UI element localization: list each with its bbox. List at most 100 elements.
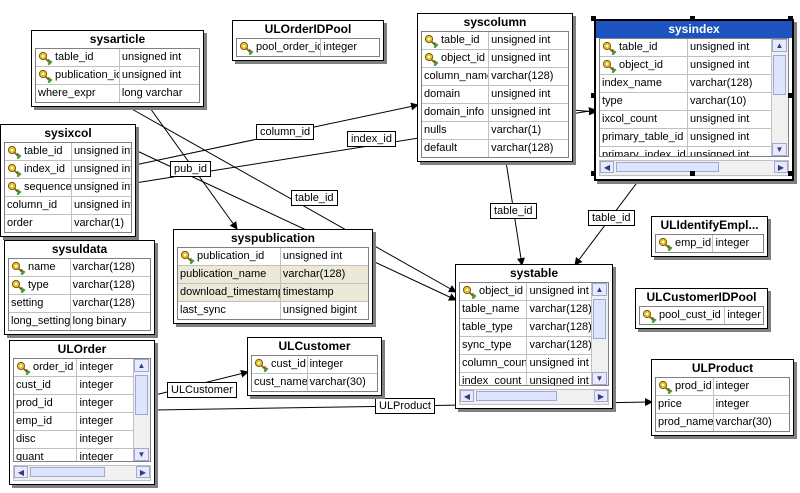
scroll-thumb[interactable] xyxy=(773,55,786,95)
scroll-left-arrow-icon[interactable]: ◀ xyxy=(460,390,474,402)
table-title[interactable]: ULIdentifyEmpl... xyxy=(660,218,759,232)
selection-handle[interactable] xyxy=(591,16,596,21)
table-title[interactable]: syspublication xyxy=(230,231,316,245)
scroll-left-arrow-icon[interactable]: ◀ xyxy=(14,466,28,478)
vertical-scrollbar[interactable]: ▲▼ xyxy=(771,39,788,156)
scroll-thumb[interactable] xyxy=(593,299,606,339)
scroll-thumb[interactable] xyxy=(30,467,105,477)
scroll-right-arrow-icon[interactable]: ▶ xyxy=(136,466,150,478)
table-title[interactable]: systable xyxy=(509,266,559,280)
table-title[interactable]: syscolumn xyxy=(463,15,527,29)
vertical-scrollbar[interactable]: ▲▼ xyxy=(591,283,608,385)
selection-handle[interactable] xyxy=(690,171,695,176)
horizontal-scrollbar[interactable]: ◀▶ xyxy=(13,465,151,481)
table-title[interactable]: sysuldata xyxy=(51,242,108,256)
scroll-down-arrow-icon[interactable]: ▼ xyxy=(592,372,607,385)
scroll-right-arrow-icon[interactable]: ▶ xyxy=(774,161,788,173)
table-title[interactable]: ULOrder xyxy=(57,342,107,356)
scroll-down-arrow-icon[interactable]: ▼ xyxy=(134,448,149,461)
scroll-up-arrow-icon[interactable]: ▲ xyxy=(134,359,149,372)
table-title[interactable]: sysixcol xyxy=(44,126,92,140)
scroll-thumb[interactable] xyxy=(476,391,558,401)
scroll-down-arrow-icon[interactable]: ▼ xyxy=(772,143,787,156)
table-title[interactable]: ULCustomer xyxy=(278,339,351,353)
table-title[interactable]: ULOrderIDPool xyxy=(264,22,352,36)
scroll-thumb[interactable] xyxy=(135,375,148,415)
selection-handle[interactable] xyxy=(591,93,596,98)
table-title[interactable]: ULCustomerIDPool xyxy=(646,290,757,304)
selection-handle[interactable] xyxy=(788,16,793,21)
table-title[interactable]: ULProduct xyxy=(691,361,754,375)
selection-handle[interactable] xyxy=(788,171,793,176)
table-title[interactable]: sysindex xyxy=(596,21,792,38)
scroll-up-arrow-icon[interactable]: ▲ xyxy=(772,39,787,52)
selection-handle[interactable] xyxy=(591,171,596,176)
scroll-up-arrow-icon[interactable]: ▲ xyxy=(592,283,607,296)
scroll-thumb[interactable] xyxy=(616,162,720,172)
selection-handle[interactable] xyxy=(690,16,695,21)
vertical-scrollbar[interactable]: ▲▼ xyxy=(133,359,150,461)
selection-handle[interactable] xyxy=(788,93,793,98)
table-title[interactable]: sysarticle xyxy=(89,32,146,46)
